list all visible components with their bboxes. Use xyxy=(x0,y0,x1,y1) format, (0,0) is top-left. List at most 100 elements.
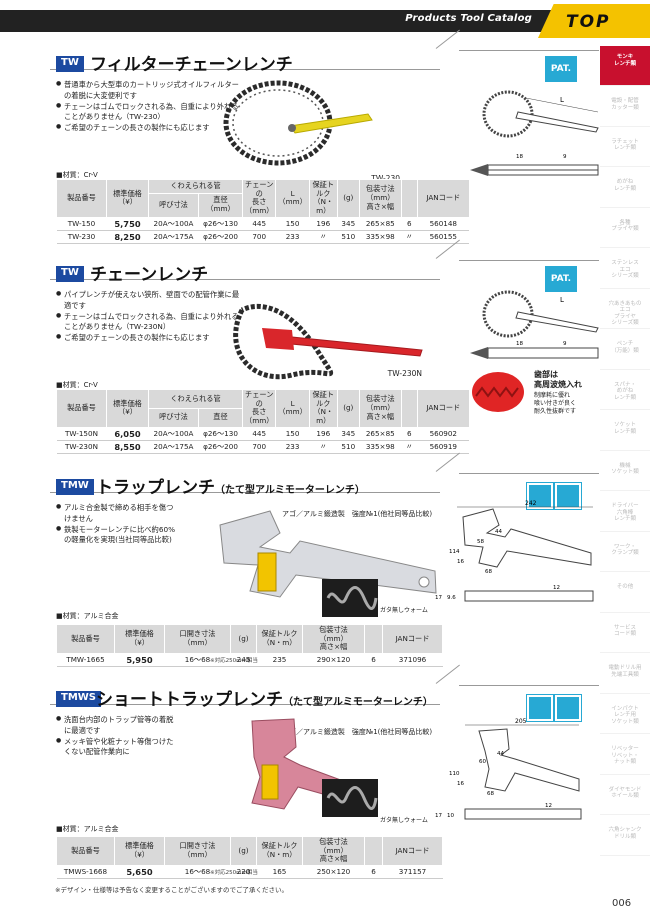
sidebar-item[interactable]: サービスコード類 xyxy=(600,613,650,653)
product-code: TW xyxy=(56,56,84,72)
sidebar-item[interactable]: その他 xyxy=(600,572,650,613)
sidebar-item-label: ラチェット xyxy=(611,138,639,145)
feature-list: パイプレンチが使えない狭所、壁面での配管作業に最適です チェーンはゴムでロックさ… xyxy=(56,290,241,344)
table-cell: 5,650 xyxy=(114,865,165,879)
sidebar-item-label: 穴あきあもの xyxy=(608,300,642,307)
table-header: (g) xyxy=(230,624,257,654)
dimension-diagram: L 18 9 xyxy=(470,90,599,176)
table-cell: φ26〜130 xyxy=(198,427,243,441)
dim-label: 18 xyxy=(516,341,523,347)
table-header: (g) xyxy=(336,389,360,428)
sidebar-item-label: シリーズ類 xyxy=(611,273,639,280)
sidebar-item[interactable]: ドライバー六角棒レンチ類 xyxy=(600,491,650,532)
product-title-sub: （たて型アルミモーターレンチ） xyxy=(283,697,433,708)
table-cell: 5,950 xyxy=(114,653,165,667)
page-header: Products Tool Catalog TOP xyxy=(0,0,650,40)
table-header: 製品番号 xyxy=(56,179,107,218)
patent-badge: PAT. xyxy=(545,56,577,82)
sidebar-item[interactable]: ダイヤモンドホイール類 xyxy=(600,775,650,815)
sidebar-item[interactable]: ステンレスエコシリーズ類 xyxy=(600,248,650,289)
sidebar-item-label: （万能）類 xyxy=(611,347,639,354)
table-cell: TW-150 xyxy=(56,217,107,231)
product-code: TMW xyxy=(56,479,94,495)
feature-icons xyxy=(525,482,582,513)
table-header: JANコード xyxy=(382,624,443,654)
sidebar-item[interactable]: 機械ソケット類 xyxy=(600,451,650,491)
sidebar-item[interactable]: 六角シャンクドリル類 xyxy=(600,815,650,856)
sidebar-item[interactable]: ラチェットレンチ類 xyxy=(600,127,650,167)
brand-logo-text: TOP xyxy=(566,12,611,32)
product-title: チェーンレンチ xyxy=(90,265,209,285)
brand-logo: TOP xyxy=(538,4,650,38)
table-cell: φ26〜130 xyxy=(198,217,243,231)
table-cell: 335×98 xyxy=(359,230,402,244)
sidebar-item[interactable]: ワーク・クランプ類 xyxy=(600,532,650,572)
sidebar-item-label: 六角シャンク xyxy=(608,827,642,833)
table-header: 口開き寸法（mm） xyxy=(164,836,231,866)
section-chain-wrench: TW チェーンレンチ PAT. パイプレンチが使えない狭所、壁面での配管作業に最… xyxy=(50,239,599,456)
sidebar-item[interactable]: モンキレンチ類 xyxy=(600,46,650,86)
callout-line: 高周波焼入れ xyxy=(534,380,582,389)
table-header xyxy=(400,389,418,428)
table-cell: TW-230 xyxy=(56,230,107,244)
product-caption: ガタ無しウォーム xyxy=(380,817,428,824)
table-header: 保証トルク（N・m） xyxy=(308,389,338,428)
sidebar-item-label: カッター類 xyxy=(611,104,639,111)
sidebar-item[interactable]: 電動ドリル用先端工具類 xyxy=(600,653,650,694)
sidebar-item-label: クランプ類 xyxy=(611,550,639,557)
table-cell: 〃 xyxy=(309,230,338,244)
table-cell: TMWS-1668 xyxy=(56,865,115,879)
product-title-main: ショートトラップレンチ xyxy=(96,690,283,710)
sidebar-item-label: レンチ類 xyxy=(613,428,636,435)
callout-line: 耐久性抜群です xyxy=(534,408,577,416)
table-cell: 6 xyxy=(364,653,383,667)
feature-item: ご希望のチェーンの長さの製作にも応じます xyxy=(56,333,241,344)
sidebar-item[interactable]: 電設・配管カッター類 xyxy=(600,86,650,127)
header-bar xyxy=(0,10,650,32)
table-header: 標準価格（¥） xyxy=(114,624,165,654)
sidebar-item[interactable]: インパクトレンチ用ソケット類 xyxy=(600,694,650,734)
dimension-diagram: L 18 9 xyxy=(470,290,599,359)
dim-label: 114 xyxy=(449,549,460,555)
sidebar-item[interactable]: 各種プライヤ類 xyxy=(600,208,650,248)
table-cell: 233 xyxy=(275,440,310,454)
dim-label: 17 xyxy=(435,595,442,601)
dim-label: 16 xyxy=(457,781,464,787)
table-cell: 245 xyxy=(230,653,257,667)
table-cell: 150 xyxy=(275,427,310,441)
table-header: L（mm） xyxy=(275,389,310,428)
chain-wrench-photo: TW-230N xyxy=(233,303,423,380)
table-cell: 560155 xyxy=(417,230,470,244)
sidebar-item-label: ワーク・ xyxy=(614,543,636,550)
dim-label: 12 xyxy=(545,803,552,809)
table-cell: 6,050 xyxy=(106,427,149,441)
sidebar-item-label: インパクト xyxy=(611,705,639,712)
table-header: 保証トルク（N・m） xyxy=(308,179,338,218)
table-cell: 8,250 xyxy=(106,230,149,244)
table-cell: 6 xyxy=(364,865,383,879)
sidebar-item-label: シリーズ類 xyxy=(611,320,639,327)
worm-gear-closeup-icon xyxy=(322,779,378,817)
sidebar-item-label: 先端工具類 xyxy=(611,671,639,678)
product-caption: TW-230 xyxy=(370,174,400,183)
sidebar-item[interactable]: ソケットレンチ類 xyxy=(600,410,650,451)
sidebar-item-label: 電設・配管 xyxy=(611,98,639,104)
callout-top: アゴ／アルミ鍛造製 強度№1(他社同等品比較) xyxy=(282,728,433,736)
dim-label: 12 xyxy=(553,585,560,591)
sidebar-item[interactable]: ペンチ（万能）類 xyxy=(600,329,650,370)
sidebar-item-label: ソケット類 xyxy=(611,469,639,476)
table-cell: 233 xyxy=(275,230,310,244)
sidebar-item[interactable]: めがねレンチ類 xyxy=(600,167,650,208)
lightweight-icon xyxy=(554,694,582,722)
aluminum-icon xyxy=(526,482,554,510)
sidebar-item[interactable]: 穴あきあものエコプライヤシリーズ類 xyxy=(600,289,650,329)
sidebar-item-label: エコ xyxy=(619,307,631,314)
sidebar-item[interactable]: リベッターリベット・ナット類 xyxy=(600,734,650,775)
sidebar-item[interactable]: スパナ・めがねレンチ類 xyxy=(600,370,650,410)
dim-label: 242 xyxy=(525,500,537,507)
table-cell: 196 xyxy=(309,217,338,231)
table-header xyxy=(364,836,383,866)
dim-label: 9 xyxy=(563,341,567,347)
feature-item: 洗面台内部のトラップ管等の着脱に最適です xyxy=(56,715,176,737)
